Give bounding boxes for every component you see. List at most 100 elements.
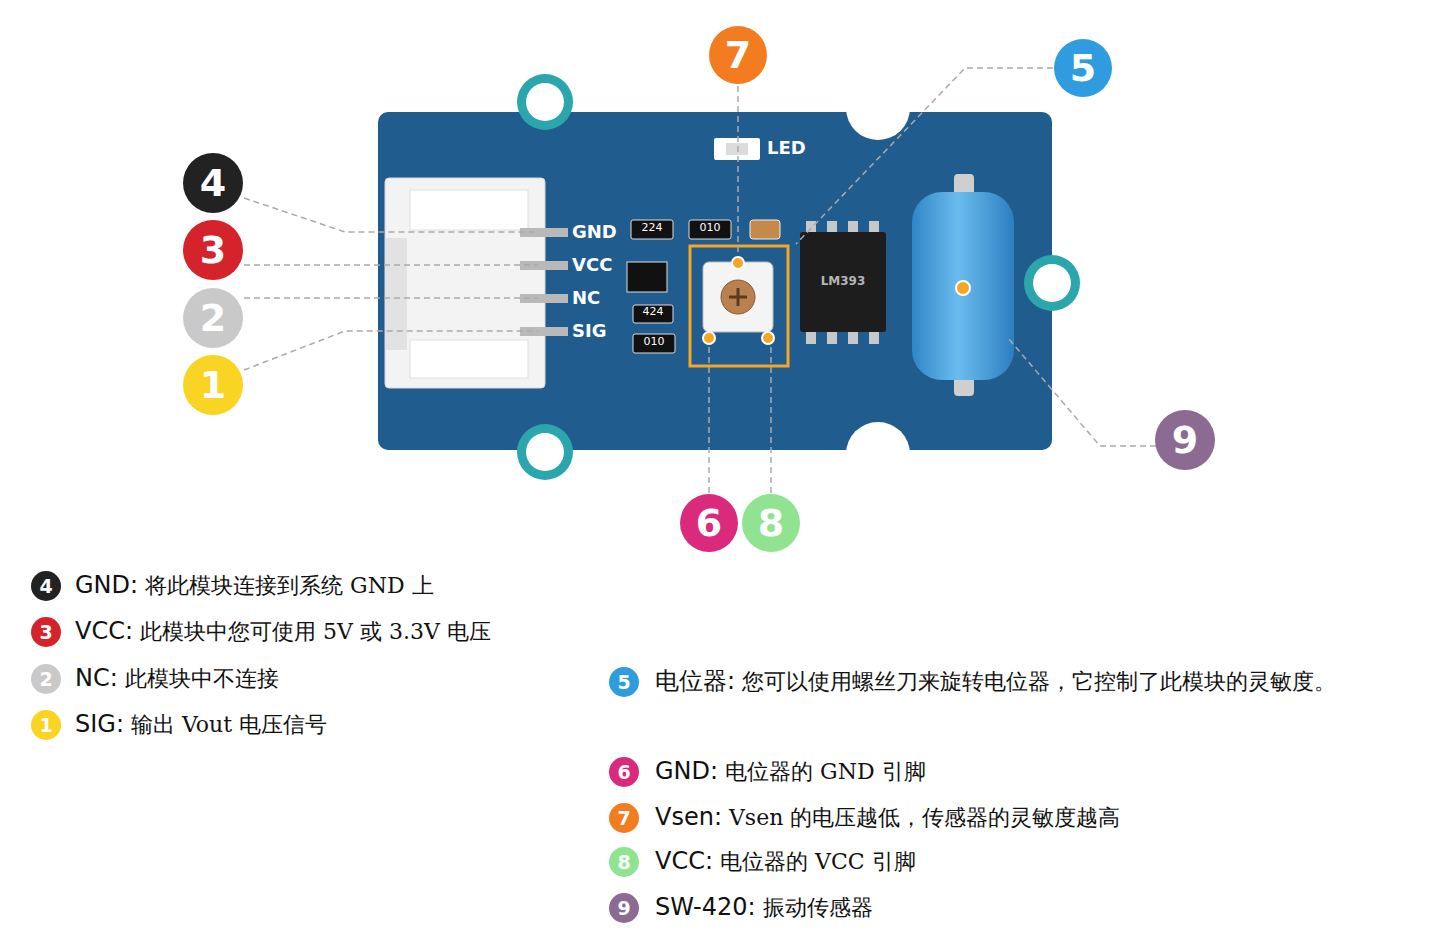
definition: 您可以使用螺丝刀来旋转电位器，它控制了此模块的灵敏度。 xyxy=(735,669,1336,694)
callout-number: 1 xyxy=(183,355,243,415)
mounting-hole-ring xyxy=(517,424,573,480)
leader-line xyxy=(1008,338,1156,446)
definition: 此模块中不连接 xyxy=(118,666,279,691)
leader-line xyxy=(244,198,538,232)
callout-dot xyxy=(956,281,970,295)
definition: 将此模块连接到系统 GND 上 xyxy=(138,573,433,598)
chip-pin xyxy=(848,331,858,344)
definition: 电位器的 VCC 引脚 xyxy=(713,849,916,874)
list-number: 1 xyxy=(31,710,61,740)
callout-text: 3 xyxy=(39,623,52,642)
led xyxy=(714,138,760,160)
vibration-sensor xyxy=(912,192,1014,380)
chip-pin xyxy=(827,331,837,344)
description-text: SW-420: 振动传感器 xyxy=(655,885,873,932)
leader-line xyxy=(244,297,538,299)
description-text: GND: 将此模块连接到系统 GND 上 xyxy=(75,563,434,610)
callout-text: 6 xyxy=(617,763,630,782)
chip-pin xyxy=(806,331,816,344)
callout-text: 7 xyxy=(617,809,630,828)
list-number: 3 xyxy=(31,617,61,647)
board-notch xyxy=(846,422,910,486)
callout-text: 5 xyxy=(1070,49,1096,87)
pin-label: SIG xyxy=(572,320,606,342)
term: SIG: xyxy=(75,710,124,738)
callout-number: 6 xyxy=(680,494,738,552)
mounting-hole-ring xyxy=(517,74,573,130)
pcb-board xyxy=(378,112,1052,450)
callout-number: 8 xyxy=(742,494,800,552)
callout-text: 4 xyxy=(39,577,52,596)
highlight-box xyxy=(690,246,788,366)
resistor-code: 010 xyxy=(633,335,675,348)
resistor xyxy=(631,220,673,239)
callout-text: 2 xyxy=(200,299,226,337)
term: GND: xyxy=(75,571,138,599)
chip-pin xyxy=(869,221,879,233)
connector-housing xyxy=(385,178,545,388)
definition: Vsen 的电压越低，传感器的灵敏度越高 xyxy=(722,805,1120,830)
callout-dot xyxy=(732,257,744,269)
resistor-code: 424 xyxy=(633,305,673,318)
callout-text: 1 xyxy=(200,366,226,404)
mounting-hole-ring xyxy=(1024,255,1080,311)
resistor xyxy=(689,220,731,239)
description-text: Vsen: Vsen 的电压越低，传感器的灵敏度越高 xyxy=(655,795,1120,842)
mounting-hole xyxy=(526,83,564,121)
chip-pin xyxy=(869,331,879,344)
callout-text: 5 xyxy=(617,673,630,692)
callout-number: 5 xyxy=(1054,39,1112,97)
resistor-code: 010 xyxy=(689,221,731,234)
term: Vsen: xyxy=(655,803,722,831)
knob-slot xyxy=(737,288,740,306)
pin-label: GND xyxy=(572,221,617,243)
term: GND: xyxy=(655,757,718,785)
transistor xyxy=(627,262,667,292)
board-notch xyxy=(846,76,910,140)
callout-number: 9 xyxy=(1155,410,1215,470)
callout-text: 8 xyxy=(758,504,784,542)
list-number: 8 xyxy=(609,847,639,877)
list-number: 4 xyxy=(31,571,61,601)
description-text: 电位器: 您可以使用螺丝刀来旋转电位器，它控制了此模块的灵敏度。 xyxy=(655,659,1420,706)
leader-line xyxy=(737,86,739,255)
leader-line xyxy=(708,346,710,493)
resistor-code: 224 xyxy=(631,221,673,234)
mounting-hole xyxy=(1033,264,1071,302)
potentiometer-knob xyxy=(721,280,755,314)
description-text: VCC: 电位器的 VCC 引脚 xyxy=(655,839,916,886)
callout-text: 6 xyxy=(696,504,722,542)
definition: 电位器的 GND 引脚 xyxy=(718,759,925,784)
callout-number: 7 xyxy=(709,26,767,84)
term: SW-420: xyxy=(655,893,756,921)
pin-label: NC xyxy=(572,287,600,309)
description-text: VCC: 此模块中您可使用 5V 或 3.3V 电压 xyxy=(75,609,491,656)
callout-text: 3 xyxy=(200,231,226,269)
leader-line xyxy=(244,264,538,266)
list-number: 2 xyxy=(31,664,61,694)
connector-slot xyxy=(385,238,407,350)
callout-text: 9 xyxy=(617,899,630,918)
callout-text: 4 xyxy=(200,164,226,202)
list-number: 6 xyxy=(609,757,639,787)
callout-text: 2 xyxy=(39,670,52,689)
callout-number: 2 xyxy=(183,288,243,348)
mounting-hole xyxy=(526,433,564,471)
chip-pin xyxy=(848,221,858,233)
callout-text: 8 xyxy=(617,853,630,872)
chip-marking: LM393 xyxy=(800,274,886,288)
capacitor xyxy=(750,220,780,239)
definition: 振动传感器 xyxy=(756,895,873,920)
definition: 输出 Vout 电压信号 xyxy=(124,712,327,737)
resistor xyxy=(633,334,675,353)
resistor xyxy=(633,305,673,323)
term: NC: xyxy=(75,664,118,692)
callout-text: 7 xyxy=(725,36,751,74)
term: VCC: xyxy=(655,847,713,875)
list-number: 5 xyxy=(609,667,639,697)
description-text: GND: 电位器的 GND 引脚 xyxy=(655,749,926,796)
connector-detail xyxy=(410,340,528,378)
led-body xyxy=(726,143,748,155)
